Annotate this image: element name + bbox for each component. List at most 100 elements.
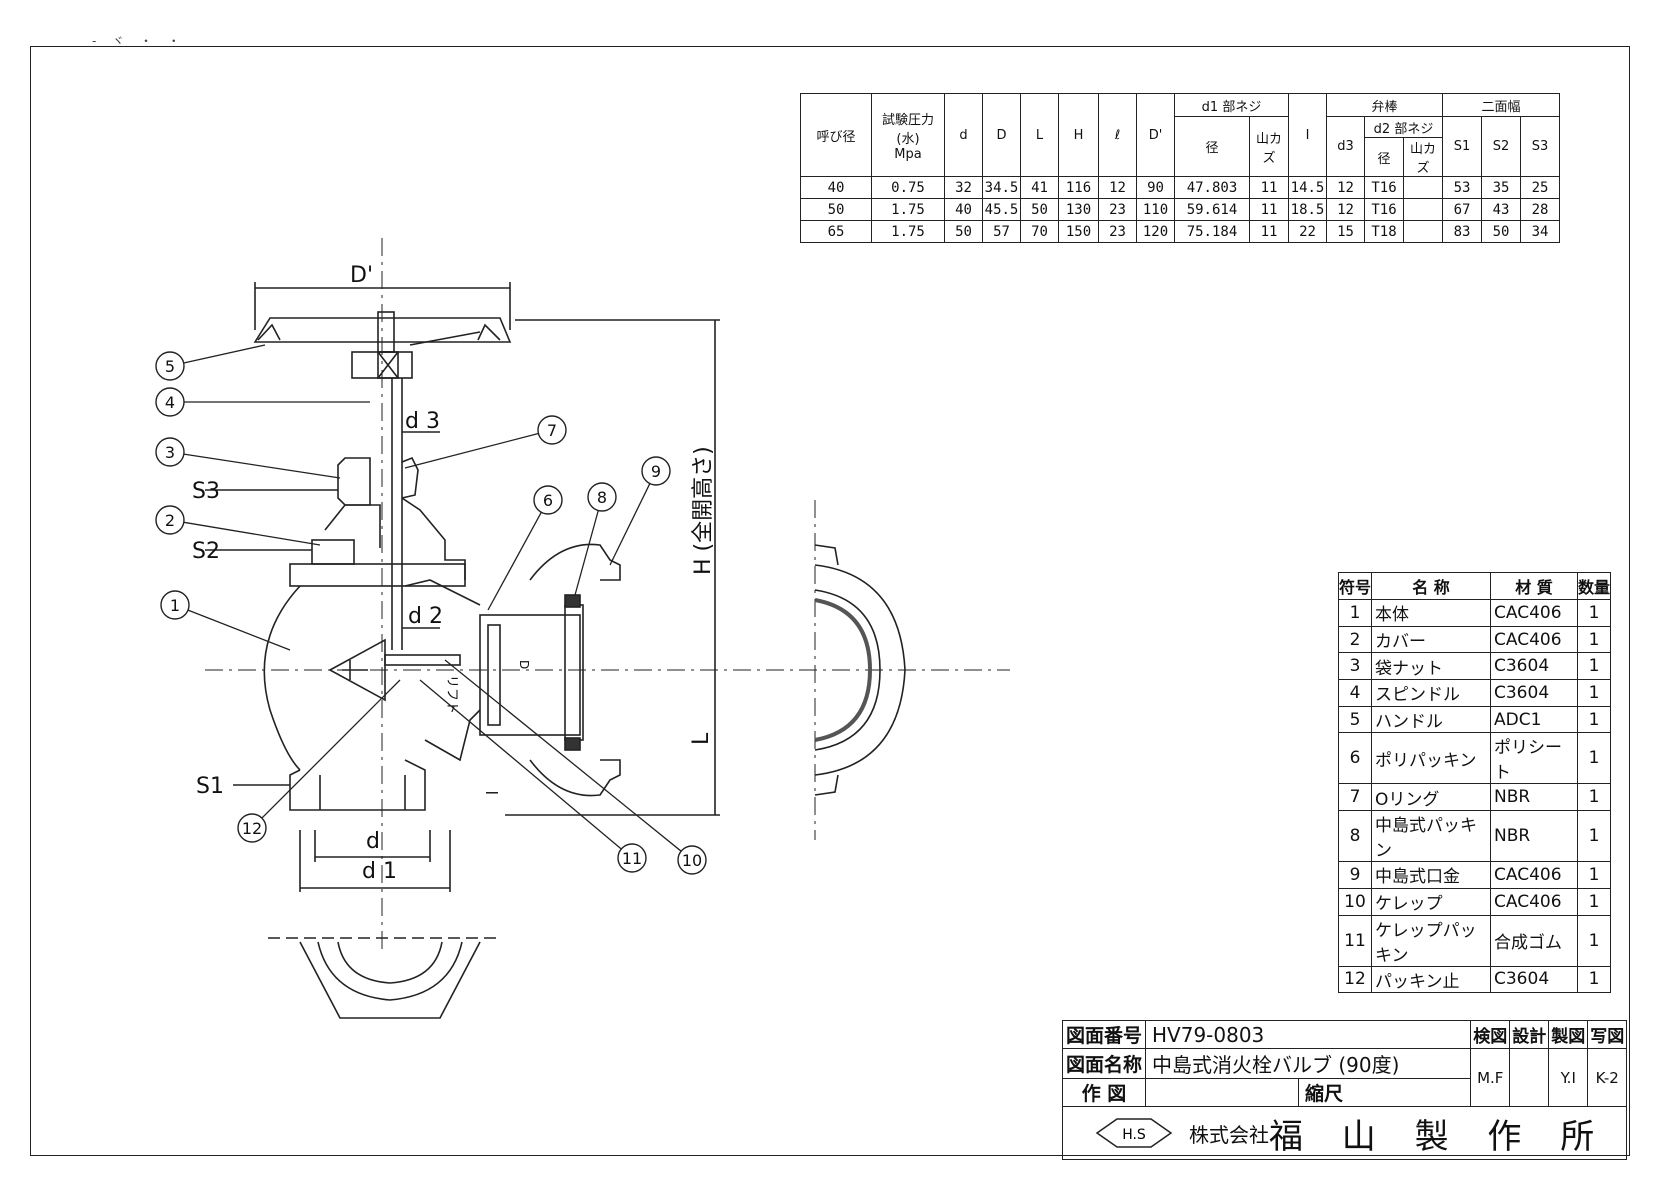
dim-d1: d 1 (362, 859, 397, 884)
hdr-part-material: 材 質 (1490, 572, 1578, 600)
hdr-flats-group: 二面幅 (1442, 93, 1560, 117)
spec-cell: 70 (1020, 220, 1059, 243)
company-name: 福 山 製 作 所 (1269, 1116, 1609, 1157)
part-name: ケレップパッキン (1371, 914, 1491, 967)
part-qty: 1 (1577, 783, 1611, 812)
hdr-L: L (1020, 93, 1059, 177)
spec-cell: 45.5 (982, 198, 1021, 221)
drawing-no-label: 図面番号 (1062, 1020, 1146, 1049)
part-qty: 1 (1577, 652, 1611, 681)
part-qty: 1 (1577, 965, 1611, 994)
dim-L: L (689, 732, 714, 745)
part-qty: 1 (1577, 625, 1611, 654)
hdr-part-no: 符号 (1338, 572, 1372, 600)
spec-cell: 65 (800, 220, 872, 243)
spec-cell: 12 (1098, 176, 1137, 199)
part-name: スピンドル (1371, 679, 1491, 707)
part-material: C3604 (1490, 679, 1578, 707)
balloon-1: 1 (160, 590, 291, 651)
part-qty: 1 (1577, 679, 1611, 707)
part-name: パッキン止 (1371, 965, 1491, 994)
dim-d: d (366, 829, 380, 854)
part-name: 袋ナット (1371, 652, 1491, 681)
drawing-no: HV79-0803 (1144, 1020, 1472, 1049)
svg-text:3: 3 (165, 443, 175, 462)
svg-text:6: 6 (543, 491, 553, 510)
dim-Dp: D' (350, 263, 373, 288)
part-no: 10 (1338, 887, 1372, 916)
svg-text:7: 7 (547, 421, 557, 440)
spec-cell: 22 (1288, 220, 1327, 243)
company-prefix: 株式会社 (1189, 1122, 1269, 1147)
balloon-9: 9 (609, 456, 671, 566)
part-no: 9 (1338, 861, 1372, 889)
spec-cell: 116 (1058, 176, 1099, 199)
hdr-d1-group: d1 部ネジ (1174, 93, 1289, 117)
part-name: 中島式口金 (1371, 861, 1491, 889)
part-no: 5 (1338, 705, 1372, 734)
svg-text:12: 12 (242, 819, 262, 838)
dim-D: D (517, 660, 531, 669)
part-qty: 1 (1577, 810, 1611, 863)
spec-cell: 25 (1520, 176, 1560, 199)
svg-text:9: 9 (651, 462, 661, 481)
spec-cell: 75.184 (1174, 220, 1250, 243)
hdr-Dp: D' (1136, 93, 1175, 177)
svg-text:11: 11 (622, 849, 642, 868)
balloon-3: 3 (155, 437, 341, 479)
part-material: 合成ゴム (1490, 914, 1578, 967)
sheet-border (30, 46, 1630, 1156)
part-qty: 1 (1577, 599, 1611, 627)
part-qty: 1 (1577, 861, 1611, 889)
part-no: 3 (1338, 652, 1372, 681)
balloon-4: 4 (155, 387, 370, 417)
part-material: C3604 (1490, 652, 1578, 681)
part-material: NBR (1490, 810, 1578, 863)
svg-text:10: 10 (682, 851, 702, 870)
spec-cell: 34 (1520, 220, 1560, 243)
title-block: 図面番号 HV79-0803 検図 設計 製図 写図 図面名称 中島式消火栓バル… (1061, 1020, 1628, 1160)
drawing-name: 中島式消火栓バルブ (90度) (1144, 1048, 1472, 1079)
spec-cell: 50 (944, 220, 983, 243)
hdr-part-name: 名 称 (1371, 572, 1491, 600)
part-material: ポリシート (1490, 732, 1578, 785)
dim-S1: S1 (196, 774, 224, 799)
part-material: CAC406 (1490, 625, 1578, 654)
check-label: 検図 (1470, 1020, 1511, 1049)
svg-text:4: 4 (165, 393, 175, 412)
lift-label: リフト (444, 675, 459, 714)
hdr-S2: S2 (1481, 116, 1521, 177)
part-qty: 1 (1577, 914, 1611, 967)
hdr-H: H (1058, 93, 1099, 177)
hdr-d1-thread: 山カズ (1249, 116, 1289, 177)
balloon-11: 11 (419, 679, 647, 873)
corner-mark: - ヾ ・ ・ (92, 34, 186, 48)
company-cell: H.S 株式会社 福 山 製 作 所 (1061, 1106, 1628, 1160)
design-value (1509, 1048, 1550, 1107)
dim-S2: S2 (192, 539, 220, 564)
hdr-d3: d3 (1326, 116, 1365, 177)
svg-text:5: 5 (165, 357, 175, 376)
svg-text:8: 8 (597, 488, 607, 507)
part-no: 6 (1338, 732, 1372, 785)
part-material: ADC1 (1490, 705, 1578, 734)
spec-cell: 50 (1481, 220, 1521, 243)
scale-label: 縮尺 (1297, 1078, 1472, 1107)
hdr-D: D (982, 93, 1021, 177)
part-name: 本体 (1371, 599, 1491, 627)
part-qty: 1 (1577, 705, 1611, 734)
